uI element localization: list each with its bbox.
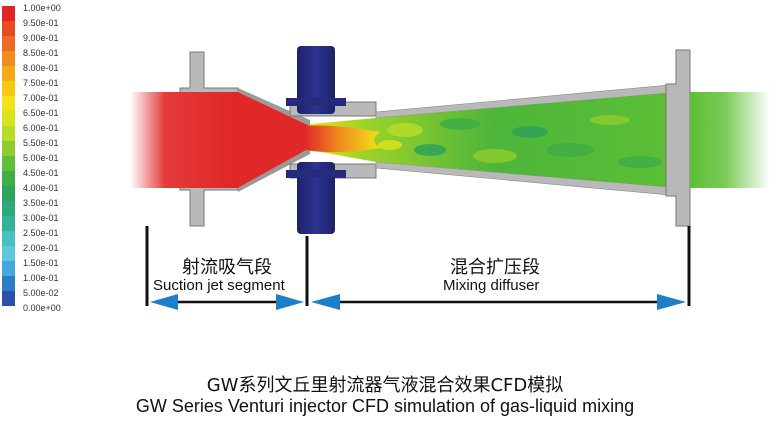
legend-label: 7.50e-01 xyxy=(23,78,59,88)
mixing-segment-label-en: Mixing diffuser xyxy=(443,277,540,294)
legend-swatch xyxy=(2,291,15,306)
suction-segment-arrow xyxy=(150,294,304,310)
legend-swatch xyxy=(2,156,15,171)
legend-label: 4.50e-01 xyxy=(23,168,59,178)
legend-label: 8.50e-01 xyxy=(23,48,59,58)
suction-inlet xyxy=(286,46,346,234)
legend-swatch xyxy=(2,276,15,291)
legend-swatch xyxy=(2,261,15,276)
outlet-pipe xyxy=(690,92,770,188)
legend-label: 5.00e-01 xyxy=(23,153,59,163)
legend-swatch xyxy=(2,51,15,66)
diffuser-walls xyxy=(375,83,681,197)
legend-swatch xyxy=(2,21,15,36)
suction-segment-label-cn: 射流吸气段 xyxy=(182,257,272,278)
legend-swatch xyxy=(2,36,15,51)
legend-swatch xyxy=(2,216,15,231)
legend-swatch xyxy=(2,126,15,141)
legend-label: 9.50e-01 xyxy=(23,18,59,28)
legend-label: 3.00e-01 xyxy=(23,213,59,223)
legend-label: 2.50e-01 xyxy=(23,228,59,238)
legend-swatch xyxy=(2,171,15,186)
legend-label: 5.00e-02 xyxy=(23,288,59,298)
nozzle-wall-bottom xyxy=(238,148,310,192)
legend-swatch xyxy=(2,6,15,21)
legend-swatch xyxy=(2,246,15,261)
legend-swatch xyxy=(2,96,15,111)
legend-swatch xyxy=(2,201,15,216)
legend-label: 7.00e-01 xyxy=(23,93,59,103)
legend-swatch xyxy=(2,186,15,201)
legend-swatch xyxy=(2,231,15,246)
legend-label: 3.50e-01 xyxy=(23,198,59,208)
diffuser-flow xyxy=(310,92,680,188)
legend-label: 6.00e-01 xyxy=(23,123,59,133)
turbulence-patches xyxy=(378,115,662,168)
color-legend: 1.00e+00 9.50e-01 9.00e-01 8.50e-01 8.00e-01… xyxy=(0,0,80,320)
suction-segment-label-en: Suction jet segment xyxy=(153,277,285,294)
legend-swatch xyxy=(2,81,15,96)
legend-label: 8.00e-01 xyxy=(23,63,59,73)
caption-chinese: GW系列文丘里射流器气液混合效果CFD模拟 xyxy=(206,375,564,396)
legend-swatch xyxy=(2,111,15,126)
legend-label: 9.00e-01 xyxy=(23,33,59,43)
mixing-segment-arrow xyxy=(311,294,686,310)
legend-swatch xyxy=(2,66,15,81)
legend-swatch xyxy=(2,141,15,156)
legend-label: 1.50e-01 xyxy=(23,258,59,268)
legend-label: 2.00e-01 xyxy=(23,243,59,253)
mixing-segment-label-cn: 混合扩压段 xyxy=(450,257,540,278)
legend-label: 4.00e-01 xyxy=(23,183,59,193)
legend-label: 6.50e-01 xyxy=(23,108,59,118)
jet-core xyxy=(305,125,380,153)
legend-label: 1.00e+00 xyxy=(23,3,61,13)
inlet-pipe xyxy=(130,92,230,188)
outlet-flange xyxy=(665,49,691,227)
nozzle-cone xyxy=(230,92,310,188)
legend-label: 0.00e+00 xyxy=(23,303,61,313)
caption-english: GW Series Venturi injector CFD simulatio… xyxy=(135,396,635,416)
legend-label: 5.50e-01 xyxy=(23,138,59,148)
legend-label: 1.00e-01 xyxy=(23,273,59,283)
